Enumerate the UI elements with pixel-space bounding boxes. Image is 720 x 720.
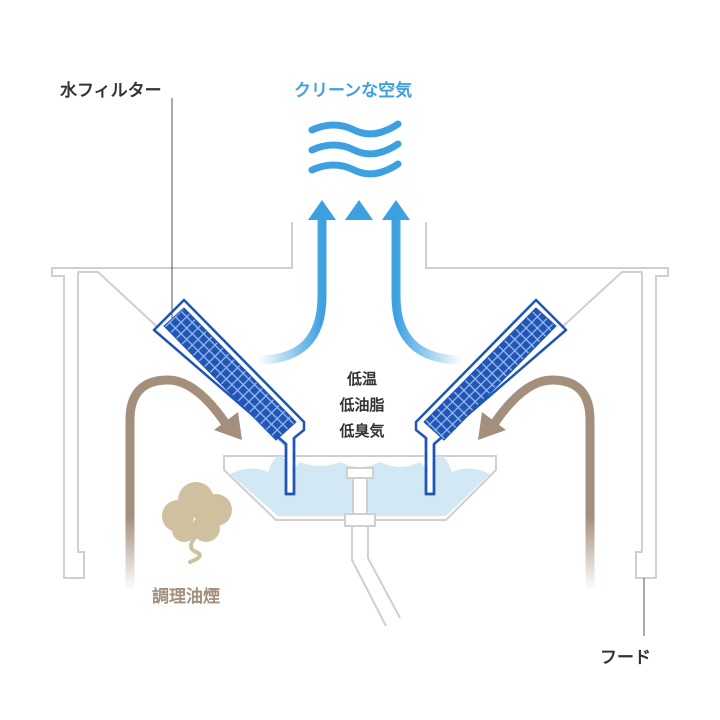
smoke-arrow-right: [478, 375, 595, 590]
clean-air-arrowheads: [308, 200, 410, 220]
hood-label: フード: [600, 648, 651, 668]
cooking-smoke-label: 調理油煙: [152, 587, 220, 607]
clean-air-arrow-right: [391, 216, 463, 365]
effects-list: 低温 低油脂 低臭気: [0, 366, 720, 444]
clean-air-arrow-left: [257, 216, 327, 365]
clean-air-flow: [257, 216, 463, 365]
effect-low-odor: 低臭気: [339, 422, 385, 440]
effect-low-grease: 低油脂: [339, 396, 385, 414]
water-filter-left: [152, 298, 306, 496]
effect-low-temperature: 低温: [346, 370, 377, 388]
drain-pipe: [344, 467, 401, 627]
clean-air-label: クリーンな空気: [294, 81, 413, 101]
smoke-arrow-left: [125, 375, 242, 590]
clean-air-wave-icon: [308, 120, 402, 178]
water-filter-label: 水フィルター: [60, 81, 162, 101]
smoke-cloud-icon: [162, 482, 232, 564]
water-filter-right: [414, 298, 568, 496]
